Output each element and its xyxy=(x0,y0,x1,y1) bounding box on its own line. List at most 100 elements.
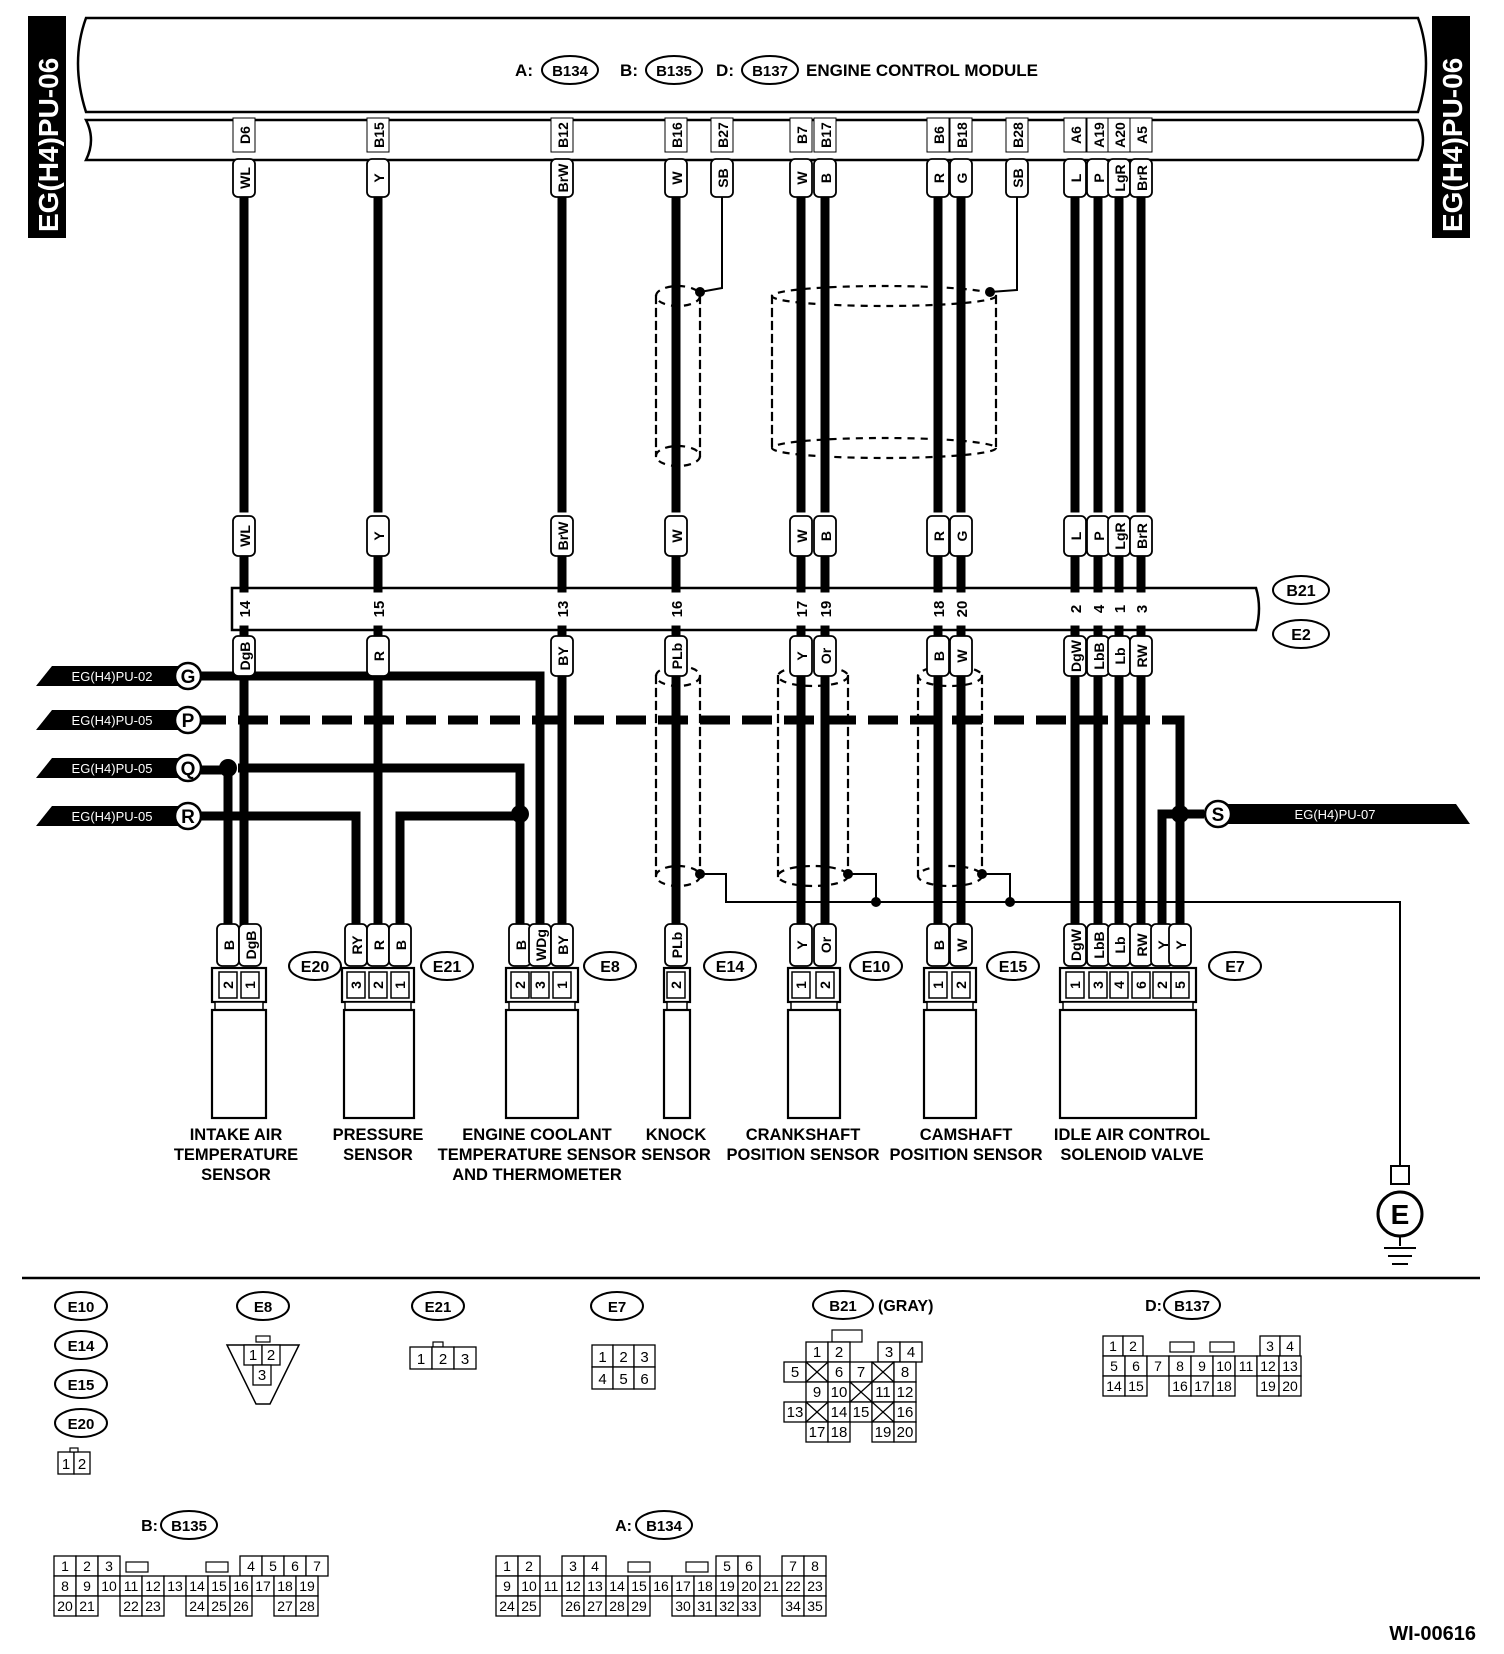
legend-connector-badge xyxy=(1163,1290,1221,1320)
legend-b134-prefix: A: xyxy=(615,1518,632,1535)
wire-color-b21-top: B xyxy=(818,531,834,541)
pin-2: 2 xyxy=(370,981,386,989)
pin-1: 1 xyxy=(242,981,258,989)
shield-dot xyxy=(871,897,881,907)
legend-pin: 18 xyxy=(697,1578,713,1594)
wire-tag-B: B xyxy=(221,940,237,950)
wire-color-top: W xyxy=(669,171,685,185)
page-ref-text: EG(H4)PU-05 xyxy=(72,809,153,824)
ecm-title: ENGINE CONTROL MODULE xyxy=(806,61,1038,80)
legend-pin: 25 xyxy=(521,1598,537,1614)
wire-tag-R: R xyxy=(371,940,387,950)
legend-pin: 1 xyxy=(62,1456,70,1473)
wire-color-b21-top: G xyxy=(954,530,970,541)
legend-pin-cell xyxy=(633,1366,656,1390)
legend-pin: 30 xyxy=(675,1598,691,1614)
legend-pin-cell xyxy=(295,1595,319,1617)
legend-pin: 13 xyxy=(587,1578,603,1594)
legend-pin: 16 xyxy=(653,1578,669,1594)
b21-pin-13: 13 xyxy=(555,601,572,618)
legend-pin: 26 xyxy=(565,1598,581,1614)
wire-tag-DgB: DgB xyxy=(243,931,259,960)
legend-blank-mark xyxy=(849,1381,873,1403)
wire-color-b21-top: P xyxy=(1091,531,1107,540)
wire-tag-Y: Y xyxy=(1173,940,1189,950)
legend-pin: 10 xyxy=(101,1578,117,1594)
wire-color-top: L xyxy=(1068,173,1084,182)
legend-pin-cell xyxy=(893,1421,917,1443)
legend-lock-tab xyxy=(205,1561,229,1573)
legend-pin-cell xyxy=(737,1595,761,1617)
legend-pin: 20 xyxy=(741,1578,757,1594)
legend-pin: 2 xyxy=(525,1558,533,1574)
connector-lip xyxy=(790,1001,838,1011)
legend-pin: 16 xyxy=(233,1578,249,1594)
component-id-badge xyxy=(986,951,1040,981)
legend-pin: 22 xyxy=(123,1598,139,1614)
legend-pin: 19 xyxy=(719,1578,735,1594)
legend-pin: 34 xyxy=(785,1598,801,1614)
page-ref-left[interactable]: EG(H4)PU-06 xyxy=(28,16,66,238)
legend-pin: 11 xyxy=(124,1578,139,1594)
page-ref-right[interactable]: EG(H4)PU-06 xyxy=(1432,16,1470,238)
wire-color-top: B xyxy=(818,173,834,183)
wire-tag-DgW: DgW xyxy=(1068,928,1084,961)
component-id: E8 xyxy=(600,959,620,976)
legend-lock-tab xyxy=(1169,1341,1195,1353)
wire-p-line xyxy=(196,715,1185,940)
component-id-badge xyxy=(288,951,342,981)
legend-lock-tab xyxy=(627,1561,651,1573)
junction-q xyxy=(219,759,237,777)
ecm-pin-B15: B15 xyxy=(371,122,387,148)
junction-r xyxy=(511,805,529,823)
pin-3: 3 xyxy=(532,981,548,989)
wire-color-top: G xyxy=(954,172,970,183)
ecm-pin-B7: B7 xyxy=(794,126,810,144)
pin-box xyxy=(1170,971,1190,999)
b21-pin-15: 15 xyxy=(371,601,388,618)
legend-pin: 27 xyxy=(277,1598,293,1614)
legend-pin: 1 xyxy=(813,1344,821,1361)
connector-lip xyxy=(1062,1001,1194,1011)
b21-pin-18: 18 xyxy=(931,601,948,618)
legend-pin: 11 xyxy=(544,1578,559,1594)
legend-pin-cell xyxy=(1212,1375,1236,1397)
wire-color-e2-bottom-box xyxy=(813,635,837,677)
wire-color-b21-top: WL xyxy=(237,525,253,547)
legend-pin: 11 xyxy=(875,1384,891,1401)
wire-color-e2-bottom-box xyxy=(232,635,256,677)
legend-pin: 2 xyxy=(83,1558,91,1574)
component-name-line: SENSOR xyxy=(641,1146,711,1164)
wire-color-e2-bottom: Or xyxy=(818,647,834,664)
legend-pin: 9 xyxy=(1198,1358,1206,1374)
legend-connector-badge xyxy=(160,1510,218,1540)
wire-tag-Lb: Lb xyxy=(1112,936,1128,953)
legend-pin: 2 xyxy=(78,1456,86,1473)
legend-connector-id: E7 xyxy=(608,1299,626,1316)
component-name-line: CRANKSHAFT xyxy=(746,1126,861,1144)
pin-2: 2 xyxy=(668,981,684,989)
wire-tag-B: B xyxy=(931,940,947,950)
ecm-pin-box xyxy=(1129,117,1153,153)
component-name-line: POSITION SENSOR xyxy=(726,1146,879,1164)
page-ref-text: EG(H4)PU-02 xyxy=(72,669,153,684)
legend-pin: 24 xyxy=(189,1598,205,1614)
component-body xyxy=(504,1008,580,1120)
wire-tag-RW: RW xyxy=(1134,933,1150,957)
legend-pin-cell xyxy=(1278,1375,1302,1397)
wire-color-e2-bottom-box xyxy=(1129,635,1153,677)
legend-pin: 15 xyxy=(631,1578,647,1594)
ecm-pin-B27: B27 xyxy=(715,122,731,148)
b21-label: B21 xyxy=(1286,583,1315,600)
legend-pin: 25 xyxy=(211,1598,227,1614)
legend-pin: 31 xyxy=(697,1598,713,1614)
page-ref-circle xyxy=(173,705,203,735)
wire-color-b21-top-box xyxy=(664,515,688,557)
legend-pin: 3 xyxy=(461,1351,469,1368)
legend-pin: 4 xyxy=(1286,1338,1294,1354)
wire-color-e2-bottom-box xyxy=(550,635,574,677)
wire-color-top-box xyxy=(664,158,688,198)
pin-box xyxy=(1131,971,1151,999)
page-ref-arrow xyxy=(36,806,178,826)
